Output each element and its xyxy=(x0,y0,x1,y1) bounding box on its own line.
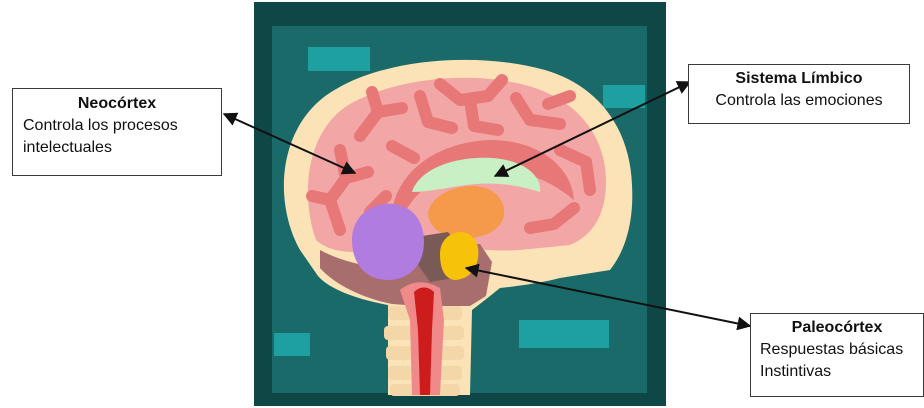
callout-neocortex: Neocórtex Controla los procesos intelect… xyxy=(12,88,222,176)
panel-accent-left xyxy=(274,333,310,356)
callout-paleocortex: Paleocórtex Respuestas básicas Instintiv… xyxy=(750,313,924,397)
panel-accent-top xyxy=(308,47,370,71)
callout-limbico-line1: Controla las emociones xyxy=(689,90,909,112)
callout-neocortex-line2: intelectuales xyxy=(23,137,221,159)
callout-limbico-title: Sistema Límbico xyxy=(689,68,909,90)
callout-paleocortex-line1: Respuestas básicas xyxy=(760,339,923,361)
callout-neocortex-title: Neocórtex xyxy=(23,93,221,115)
callout-paleocortex-line2: Instintivas xyxy=(760,361,923,383)
panel-accent-right xyxy=(603,85,645,108)
cerebellum xyxy=(352,204,424,280)
callout-limbico: Sistema Límbico Controla las emociones xyxy=(688,64,910,124)
callout-paleocortex-title: Paleocórtex xyxy=(760,317,923,339)
panel-accent-bottom xyxy=(519,320,609,348)
callout-neocortex-line1: Controla los procesos xyxy=(23,115,221,137)
